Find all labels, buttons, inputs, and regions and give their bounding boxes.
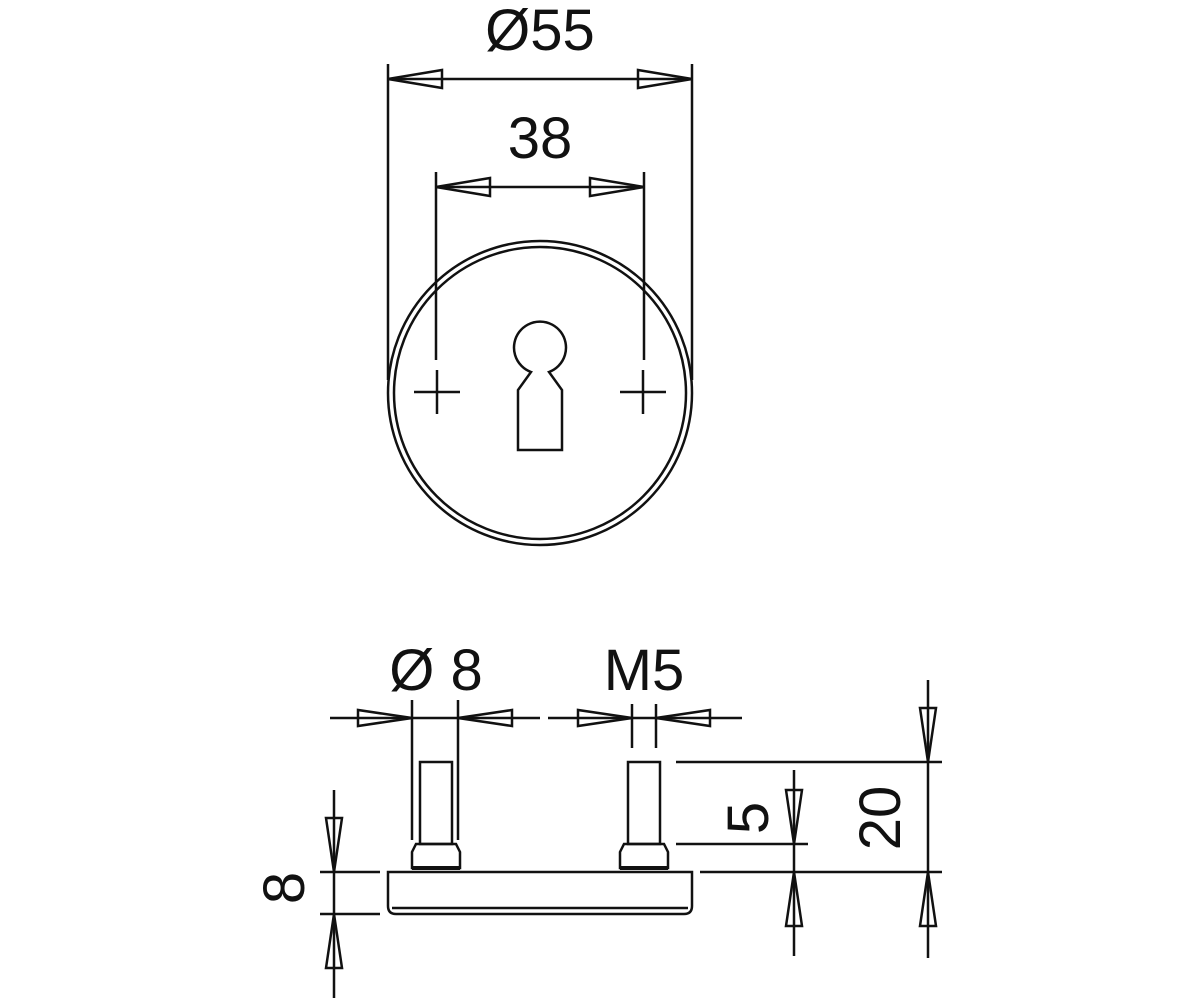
pin-left	[410, 760, 462, 870]
outer-diameter-label: Ø55	[485, 0, 595, 63]
arrow-bottom	[324, 913, 344, 970]
thread-length-label: 5	[716, 802, 781, 834]
arrow-right	[655, 708, 712, 728]
total-height-label: 20	[848, 786, 913, 851]
arrow-left	[576, 708, 633, 728]
arrow-left	[435, 176, 492, 198]
arrow-top	[918, 706, 938, 763]
arrow-right	[636, 68, 693, 90]
rosette-outer-circle	[386, 239, 694, 547]
arrow-bottom	[784, 871, 804, 928]
rosette-inner-circle	[392, 245, 688, 541]
top-view: Ø55 38	[386, 0, 694, 547]
arrow-top	[784, 788, 804, 845]
dim-total-height: 20	[676, 680, 942, 958]
hole-spacing-label: 38	[508, 106, 573, 171]
pin-diameter-label: Ø 8	[389, 638, 483, 703]
dim-plate-thickness: 8	[252, 790, 380, 998]
dim-pin-diameter: Ø 8	[330, 638, 540, 840]
arrow-left	[356, 708, 413, 728]
arrow-top	[324, 816, 344, 873]
side-view: Ø 8 M5	[252, 638, 942, 998]
thread-label: M5	[604, 638, 685, 703]
screw-hole-left-cross	[414, 370, 460, 414]
dim-thread: M5	[548, 638, 742, 748]
arrow-right	[457, 708, 514, 728]
arrow-left	[387, 68, 444, 90]
plate-thickness-label: 8	[252, 872, 317, 904]
dim-hole-spacing: 38	[434, 106, 646, 360]
arrow-right	[588, 176, 645, 198]
dim-thread-length: 5	[676, 770, 808, 956]
keyhole-outline	[512, 320, 568, 452]
dim-outer-diameter: Ø55	[386, 0, 694, 380]
base-plate	[386, 870, 694, 916]
arrow-bottom	[918, 871, 938, 928]
screw-hole-right-cross	[620, 370, 666, 414]
pin-right	[618, 760, 670, 870]
